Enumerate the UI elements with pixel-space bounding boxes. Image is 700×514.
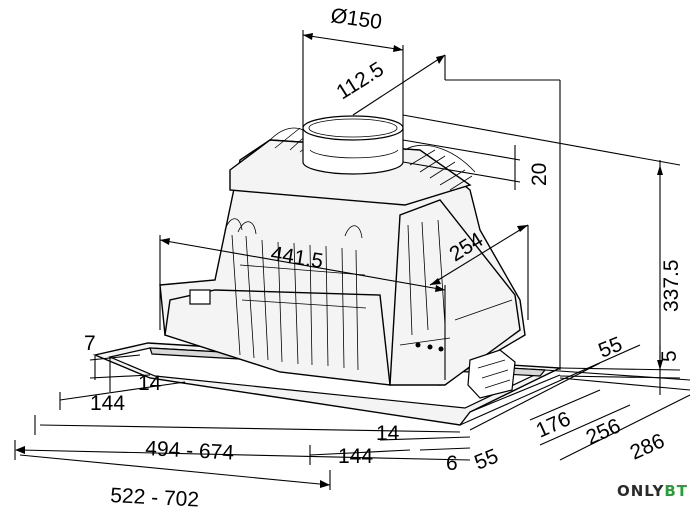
- dim-collar-height: 20: [528, 163, 551, 186]
- side-vents: [399, 219, 513, 346]
- dim-width-total: 522 - 702: [110, 484, 200, 512]
- dim-right-144: 144: [338, 445, 373, 468]
- dim-depth-176: 176: [533, 407, 574, 442]
- duct-collar: [302, 115, 404, 175]
- dim-edge-7: 7: [84, 332, 96, 355]
- brand-watermark: ONLYBT: [617, 482, 688, 500]
- dim-width-cutout: 494 - 674: [145, 437, 235, 465]
- dim-depth-55-top: 55: [595, 333, 625, 363]
- arrowheads: [15, 33, 663, 488]
- screw-1: [415, 342, 421, 348]
- dim-depth-55-front: 55: [471, 445, 501, 475]
- dim-left-144: 144: [90, 392, 125, 415]
- dim-left-14: 14: [138, 372, 162, 395]
- dim-flange-thickness: 5: [658, 350, 681, 362]
- screw-3: [438, 346, 444, 352]
- dim-right-14: 14: [376, 422, 400, 445]
- screw-2: [427, 344, 433, 350]
- dim-duct-diameter: Ø150: [329, 4, 383, 34]
- dim-edge-6: 6: [446, 452, 458, 475]
- dim-depth-286: 286: [627, 429, 668, 464]
- connector-block: [467, 349, 516, 399]
- front-grille: [224, 218, 367, 371]
- left-clip: [189, 289, 211, 305]
- hood-insert-unit: [92, 115, 563, 426]
- dimension-lines: [14, 30, 691, 490]
- dim-depth-256: 256: [583, 414, 624, 449]
- housing-front-face: [164, 289, 391, 386]
- watermark-text-1: ONLY: [616, 482, 665, 500]
- dim-total-height: 337.5: [660, 259, 683, 312]
- watermark-text-2: BT: [664, 482, 688, 500]
- housing-side-face: [389, 199, 521, 386]
